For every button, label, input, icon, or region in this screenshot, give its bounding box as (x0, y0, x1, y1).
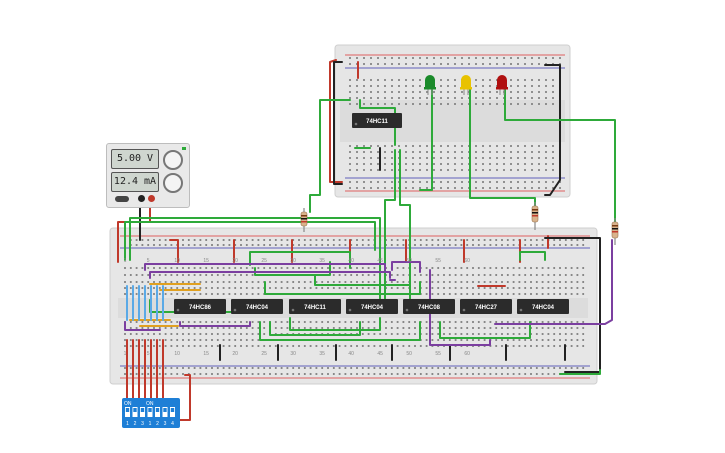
chip-74hc08[interactable]: 74HC08 (403, 299, 455, 314)
column-number: 20 (232, 351, 238, 357)
chip-label: 74HC11 (304, 305, 326, 311)
chip-label: 74HC27 (475, 305, 498, 311)
chip-label: 74HC04 (532, 305, 555, 311)
column-number: 30 (290, 351, 296, 357)
power-supply[interactable]: 5.00 V 12.4 mA (106, 143, 190, 208)
column-number: 55 (435, 258, 441, 264)
leds[interactable] (424, 75, 508, 95)
wires (117, 59, 616, 421)
dip-number: 3 (164, 421, 167, 427)
column-number: 10 (174, 351, 180, 357)
dip-number: 1 (149, 421, 152, 427)
column-number: 40 (348, 351, 354, 357)
dip-on-label-2: ON (146, 401, 154, 407)
chip-74hc27[interactable]: 74HC27 (460, 299, 512, 314)
current-display: 12.4 mA (111, 172, 159, 192)
resistor[interactable] (300, 208, 308, 232)
chip-label: 74HC04 (246, 305, 269, 311)
chip-74hc86[interactable]: 74HC86 (174, 299, 226, 314)
column-number: 15 (203, 351, 209, 357)
column-number: 55 (435, 351, 441, 357)
voltage-knob[interactable] (163, 150, 183, 170)
resistors[interactable] (300, 202, 619, 245)
chip-74hc04[interactable]: 74HC04 (346, 299, 398, 314)
led-red[interactable] (496, 75, 508, 95)
led-yellow[interactable] (460, 75, 472, 95)
chip-74hc11[interactable]: 74HC11 (289, 299, 341, 314)
column-number: 40 (348, 258, 354, 264)
dip-number: 2 (156, 421, 159, 427)
dip-number: 3 (141, 421, 144, 427)
chip-74hc04[interactable]: 74HC04 (231, 299, 283, 314)
chip-label: 74HC04 (361, 305, 384, 311)
chip-label: 74HC08 (418, 305, 441, 311)
column-number: 1 (124, 258, 127, 264)
top-chip-label: 74HC11 (366, 119, 388, 125)
column-number: 45 (377, 351, 383, 357)
current-knob[interactable] (163, 173, 183, 193)
column-number: 35 (319, 258, 325, 264)
bottom-column-numbers: 1155101015152020252530303535404045455050… (124, 258, 471, 357)
column-number: 25 (261, 351, 267, 357)
chip-74hc04[interactable]: 74HC04 (517, 299, 569, 314)
column-number: 10 (174, 258, 180, 264)
dip-number: 1 (126, 421, 129, 427)
indicator-light (182, 147, 186, 150)
column-number: 50 (406, 351, 412, 357)
column-number: 60 (464, 351, 470, 357)
chip-label: 74HC86 (189, 305, 212, 311)
column-number: 20 (232, 258, 238, 264)
column-number: 1 (124, 351, 127, 357)
dip-number: 4 (171, 421, 174, 427)
dip-on-label-1: ON (124, 401, 132, 407)
resistor[interactable] (531, 202, 539, 230)
column-number: 60 (464, 258, 470, 264)
positive-terminal[interactable] (148, 195, 155, 202)
column-number: 50 (406, 258, 412, 264)
column-number: 45 (377, 258, 383, 264)
column-number: 5 (147, 351, 150, 357)
bottom-chips[interactable]: 74HC86 74HC04 74HC11 74HC04 74HC08 74HC27 74HC… (174, 299, 569, 314)
dip-number: 2 (134, 421, 137, 427)
column-number: 5 (147, 258, 150, 264)
top-chip[interactable]: 74HC11 (352, 113, 402, 128)
voltage-display: 5.00 V (111, 149, 159, 169)
column-number: 35 (319, 351, 325, 357)
negative-terminal[interactable] (138, 195, 145, 202)
column-number: 30 (290, 258, 296, 264)
led-green[interactable] (424, 75, 436, 95)
column-number: 25 (261, 258, 267, 264)
resistor[interactable] (611, 218, 619, 245)
column-number: 15 (203, 258, 209, 264)
power-switch[interactable] (115, 196, 129, 202)
